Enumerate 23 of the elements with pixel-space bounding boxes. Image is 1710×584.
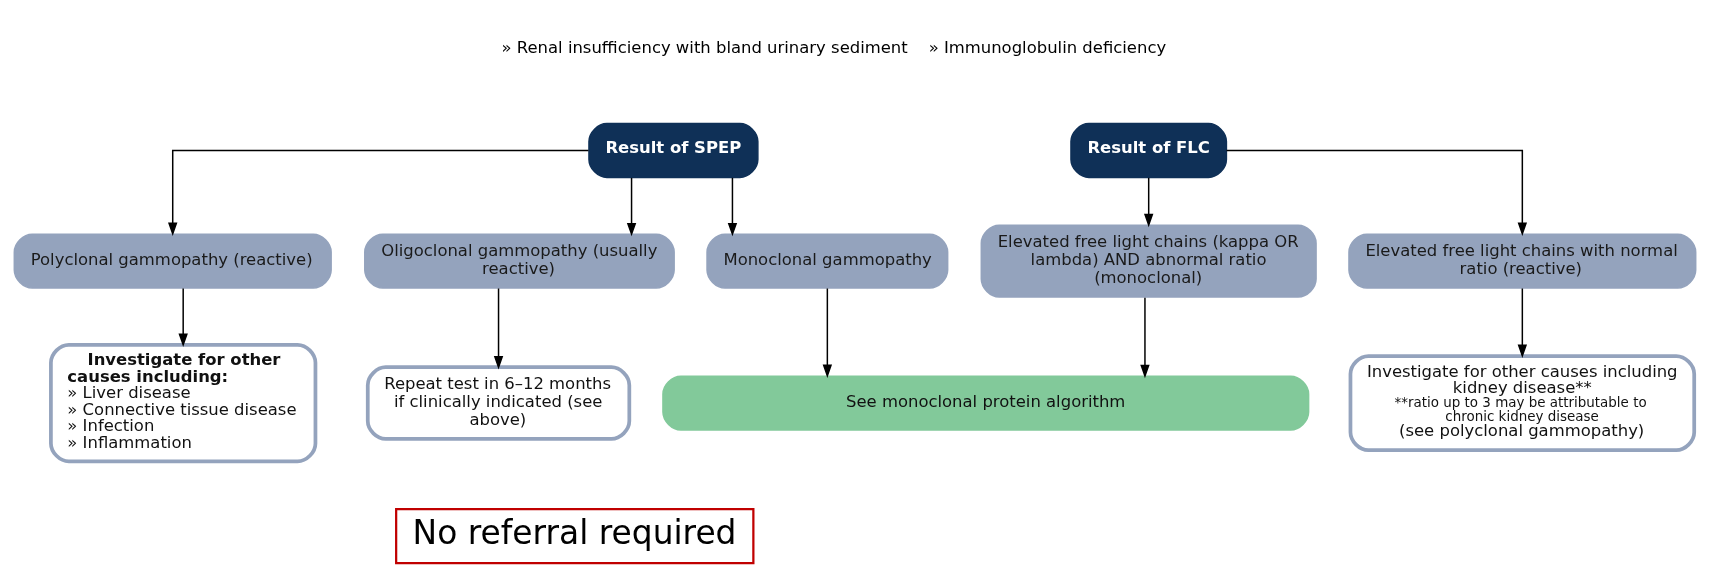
arrow xyxy=(178,287,188,347)
node-box: Elevated free light chains (kappa OR lambda) AND abnormal ratio (monoclonal) xyxy=(980,224,1317,298)
node-box: Monoclonal gammopathy xyxy=(706,232,949,289)
node-box: No referral required xyxy=(395,507,755,564)
node-box: See monoclonal protein algorithm xyxy=(662,374,1310,431)
node-box: Result of FLC xyxy=(1070,122,1228,178)
arrow xyxy=(727,176,738,236)
arrow xyxy=(493,287,504,369)
node-box: Repeat test in 6–12 months if clinically indicated (see above) xyxy=(365,364,632,441)
node-box: Investigate for other causes including: » Liver disease » Connective tissue disease » Infection » Inflammation xyxy=(49,342,318,463)
node-box: Polyclonal gammopathy (reactive) xyxy=(13,232,332,289)
arrow xyxy=(822,287,833,378)
arrow xyxy=(1144,176,1154,227)
arrow xyxy=(168,149,590,236)
node-box: Elevated free light chains with normal ratio (reactive) xyxy=(1348,232,1697,289)
node-box: Result of SPEP xyxy=(588,122,759,178)
arrow xyxy=(1225,149,1528,236)
arrow xyxy=(1140,296,1150,378)
arrow xyxy=(626,176,637,236)
label: » Renal insufficiency with bland urinary sediment » Immunoglobulin deficiency xyxy=(501,37,1167,57)
node-box: Investigate for other causes including kidney disease** **ratio up to 3 may be attributable to chronic kidney disease (see polyclonal gammopathy) xyxy=(1348,353,1697,452)
node-box: Oligoclonal gammopathy (usually reactive) xyxy=(364,232,675,289)
arrow xyxy=(1517,287,1528,358)
